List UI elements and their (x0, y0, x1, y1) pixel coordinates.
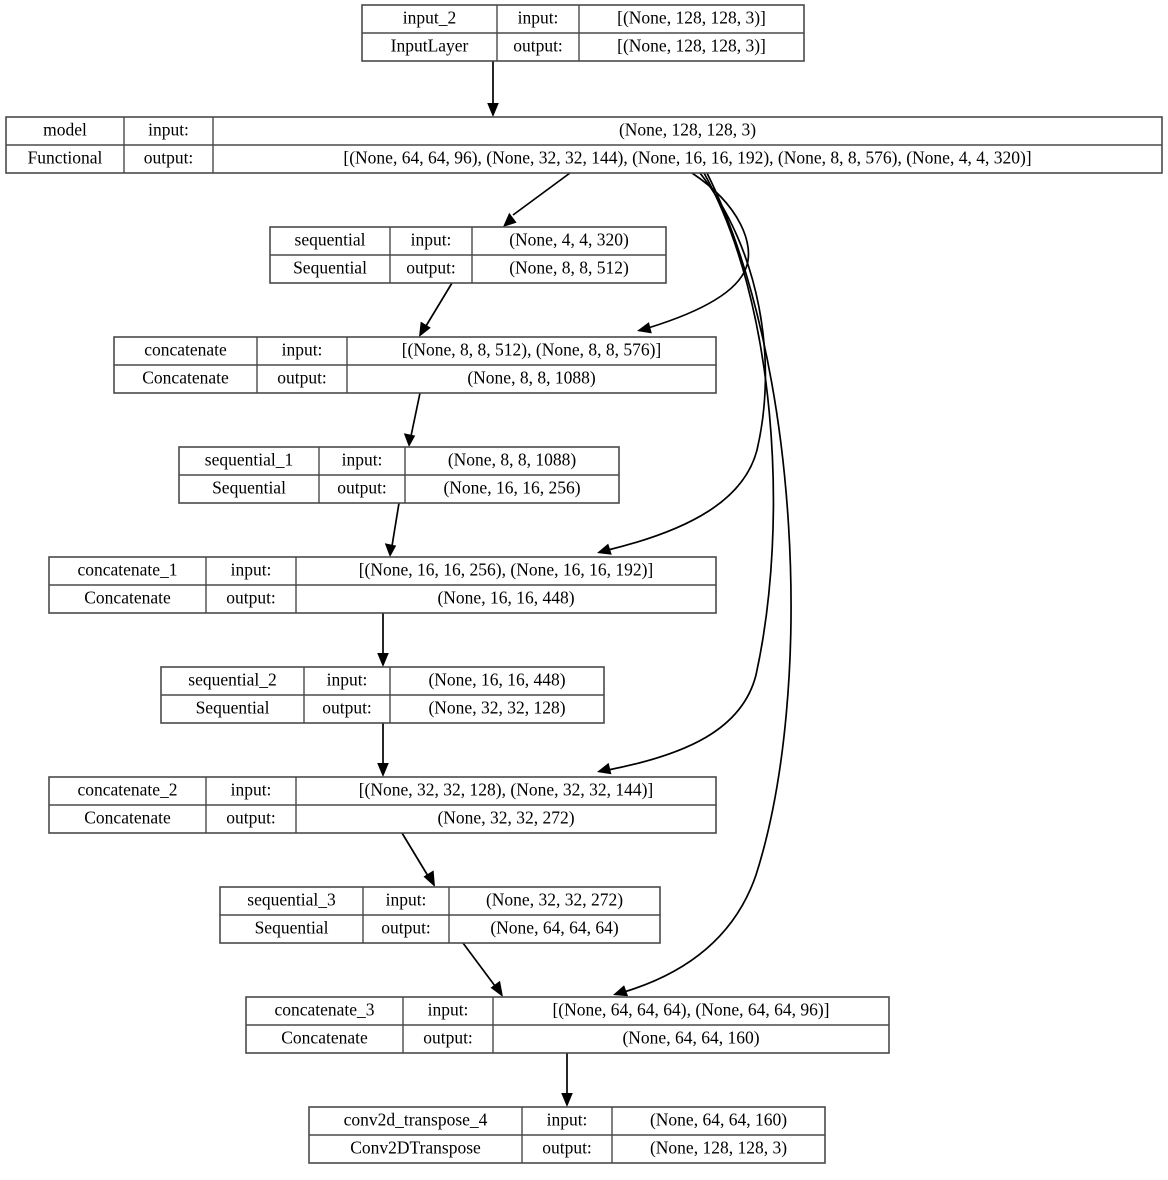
output-label: output: (337, 478, 387, 498)
layer-name: input_2 (403, 8, 456, 28)
input-shape: [(None, 64, 64, 64), (None, 64, 64, 96)] (552, 1000, 829, 1020)
layer-class: Sequential (196, 698, 270, 718)
layer-name: sequential_2 (188, 670, 276, 690)
output-label: output: (226, 808, 276, 828)
input-label: input: (148, 120, 189, 140)
layer-class: InputLayer (391, 36, 469, 56)
edge-skip-model-to-concatenate1 (597, 172, 767, 555)
edge-skip-model-to-concatenate3 (613, 172, 792, 997)
output-label: output: (277, 368, 327, 388)
input-shape: [(None, 128, 128, 3)] (617, 8, 766, 28)
output-shape: (None, 8, 8, 1088) (467, 368, 595, 388)
input-shape: [(None, 32, 32, 128), (None, 32, 32, 144… (359, 780, 654, 800)
input-label: input: (231, 560, 272, 580)
input-shape: (None, 64, 64, 160) (650, 1110, 787, 1130)
output-label: output: (406, 258, 456, 278)
layer-name: model (43, 120, 87, 140)
layer-class: Conv2DTranspose (350, 1138, 481, 1158)
output-shape: (None, 64, 64, 160) (622, 1028, 759, 1048)
layer-name: concatenate_2 (77, 780, 177, 800)
edge-concatenate-to-sequential1 (403, 392, 421, 447)
output-shape: (None, 16, 16, 448) (437, 588, 574, 608)
layer-name: concatenate_1 (77, 560, 177, 580)
output-shape: [(None, 128, 128, 3)] (617, 36, 766, 56)
input-shape: (None, 16, 16, 448) (428, 670, 565, 690)
input-label: input: (282, 340, 323, 360)
layer-name: sequential_3 (247, 890, 336, 910)
layer-name: concatenate_3 (274, 1000, 374, 1020)
input-label: input: (231, 780, 272, 800)
layer-class: Concatenate (142, 368, 229, 388)
input-label: input: (411, 230, 452, 250)
input-shape: (None, 32, 32, 272) (486, 890, 623, 910)
input-shape: (None, 128, 128, 3) (619, 120, 756, 140)
edge-concatenate3-to-conv2dtranspose4 (561, 1053, 573, 1107)
edge-concatenate1-to-sequential2 (377, 613, 389, 667)
output-label: output: (322, 698, 372, 718)
input-shape: (None, 4, 4, 320) (509, 230, 629, 250)
edge-sequential-to-concatenate (419, 282, 453, 337)
layer-name: sequential (295, 230, 366, 250)
layer-class: Sequential (212, 478, 286, 498)
input-label: input: (547, 1110, 588, 1130)
layer-class: Concatenate (281, 1028, 368, 1048)
input-shape: [(None, 8, 8, 512), (None, 8, 8, 576)] (402, 340, 662, 360)
output-shape: (None, 32, 32, 128) (428, 698, 565, 718)
edge-concatenate2-to-sequential3 (401, 832, 435, 887)
input-label: input: (518, 8, 559, 28)
edge-input2-to-model (487, 61, 499, 117)
output-label: output: (144, 148, 194, 168)
layer-name: concatenate (144, 340, 227, 360)
layer-class: Concatenate (84, 588, 171, 608)
edge-sequential3-to-concatenate3 (462, 942, 503, 997)
output-label: output: (226, 588, 276, 608)
output-shape: (None, 8, 8, 512) (509, 258, 629, 278)
layer-class: Sequential (293, 258, 367, 278)
layer-class: Concatenate (84, 808, 171, 828)
edge-model-to-sequential (503, 172, 571, 227)
output-label: output: (423, 1028, 473, 1048)
output-label: output: (513, 36, 563, 56)
layer-name: sequential_1 (205, 450, 293, 470)
input-label: input: (327, 670, 368, 690)
layer-class: Functional (28, 148, 103, 168)
edge-sequential2-to-concatenate2 (377, 723, 389, 777)
layer-class: Sequential (255, 918, 329, 938)
input-label: input: (428, 1000, 469, 1020)
output-shape: [(None, 64, 64, 96), (None, 32, 32, 144)… (343, 148, 1031, 168)
edge-layer (377, 61, 792, 1107)
output-shape: (None, 16, 16, 256) (443, 478, 580, 498)
input-label: input: (386, 890, 427, 910)
edge-skip-model-to-concatenate (637, 172, 750, 334)
edge-sequential1-to-concatenate1 (384, 502, 400, 557)
output-label: output: (381, 918, 431, 938)
input-label: input: (342, 450, 383, 470)
output-label: output: (542, 1138, 592, 1158)
input-shape: (None, 8, 8, 1088) (448, 450, 576, 470)
input-shape: [(None, 16, 16, 256), (None, 16, 16, 192… (359, 560, 654, 580)
output-shape: (None, 128, 128, 3) (650, 1138, 787, 1158)
output-shape: (None, 64, 64, 64) (490, 918, 618, 938)
output-shape: (None, 32, 32, 272) (437, 808, 574, 828)
edge-skip-model-to-concatenate2 (597, 172, 775, 775)
layer-name: conv2d_transpose_4 (344, 1110, 488, 1130)
